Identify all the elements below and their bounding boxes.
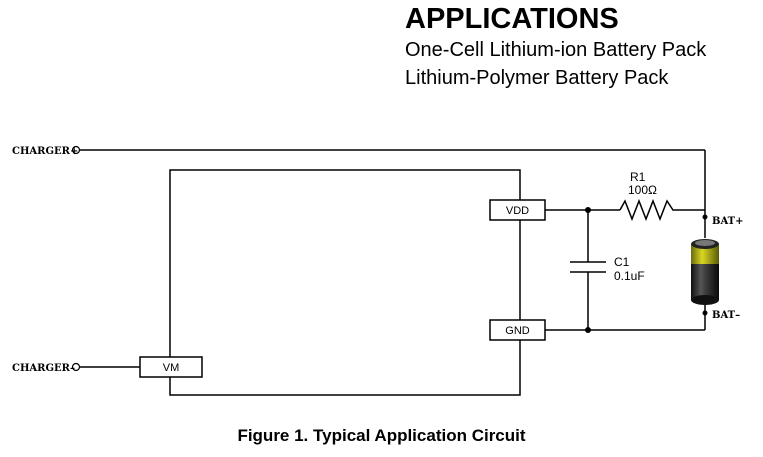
resistor-value-label: 100Ω: [628, 183, 657, 197]
junction-dot: [585, 327, 591, 333]
capacitor-name-label: C1: [614, 255, 630, 269]
resistor-r1: [619, 198, 705, 222]
charger-minus-label: CHARGER–: [12, 363, 75, 374]
bat-minus-label: BAT–: [712, 310, 740, 321]
bat-plus-label: BAT+: [712, 216, 743, 227]
application-circuit-diagram: CHARGER+ CHARGER– VDD GND VM R1 100Ω C1 …: [12, 145, 743, 396]
pin-vm-box: [139, 356, 203, 378]
pin-gnd-label: GND: [505, 325, 530, 337]
battery-icon: [691, 239, 719, 305]
applications-title: APPLICATIONS: [405, 3, 619, 35]
junction-dot: [585, 207, 591, 213]
pin-vm-label: VM: [163, 362, 180, 374]
application-item: One-Cell Lithium-ion Battery Pack: [405, 39, 707, 61]
pin-gnd-box: [489, 319, 546, 341]
figure-caption: Figure 1. Typical Application Circuit: [237, 426, 526, 445]
ic-body: [169, 169, 521, 396]
junction-dot: [702, 214, 708, 220]
pin-vdd-box: [489, 199, 546, 221]
applications-section: APPLICATIONS One-Cell Lithium-ion Batter…: [405, 2, 706, 92]
charger-plus-terminal: [71, 145, 81, 155]
charger-minus-terminal: [71, 362, 81, 372]
application-item: Lithium-Polymer Battery Pack: [405, 67, 669, 89]
charger-plus-label: CHARGER+: [12, 146, 78, 157]
pin-vdd-label: VDD: [506, 205, 529, 217]
junction-dot: [702, 310, 708, 316]
capacitor-value-label: 0.1uF: [614, 269, 645, 283]
resistor-name-label: R1: [630, 170, 646, 184]
